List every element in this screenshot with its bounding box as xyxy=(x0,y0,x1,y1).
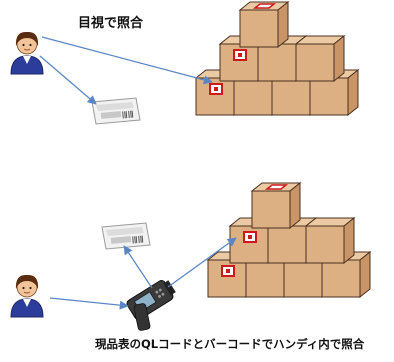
arrow-person-to-boxes xyxy=(41,36,213,85)
bottom-label-sheet-icon xyxy=(101,222,151,250)
top-label-sheet-icon xyxy=(91,97,141,125)
arrow-scanner-to-sheet xyxy=(123,245,153,289)
top-scene-caption: 目視で照合 xyxy=(78,16,144,31)
handheld-scanner-icon xyxy=(126,280,176,331)
bottom-scene-caption: 現品表のQLコードとバーコードでハンディ内で照合 xyxy=(95,337,365,351)
top-arrows xyxy=(39,36,213,105)
arrow-scanner-to-boxes xyxy=(167,237,237,288)
arrow-person-to-sheet xyxy=(39,55,97,105)
bottom-arrows xyxy=(49,237,237,310)
top-person-icon xyxy=(10,31,44,75)
top-box-stack xyxy=(196,2,359,115)
bottom-person-icon xyxy=(10,274,44,318)
arrow-person-to-scanner xyxy=(49,297,129,310)
